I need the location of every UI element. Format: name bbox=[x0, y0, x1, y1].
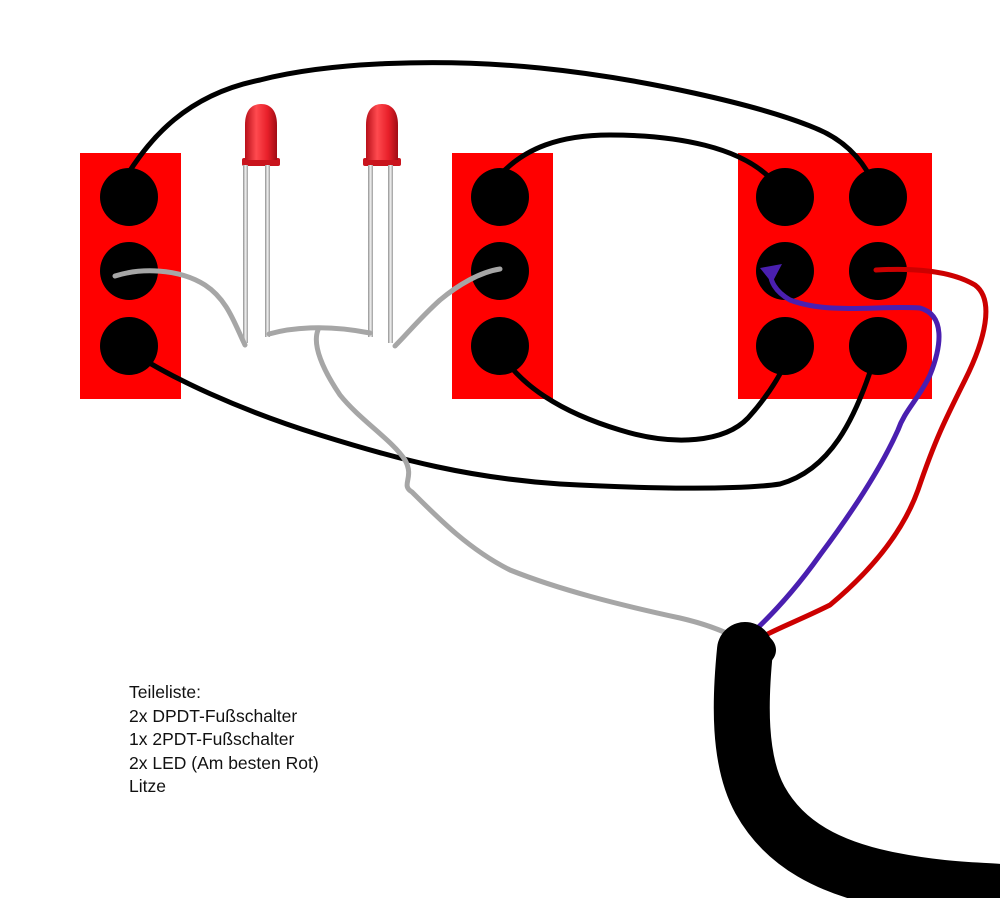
black-wires bbox=[126, 60, 877, 491]
wire-purple bbox=[747, 267, 942, 638]
parts-list-item: 1x 2PDT-Fußschalter bbox=[129, 729, 295, 749]
terminal bbox=[756, 317, 814, 375]
wire-black-top-loop bbox=[126, 60, 875, 183]
middle-switch-terminals bbox=[471, 168, 529, 375]
left-led bbox=[242, 104, 280, 343]
terminal bbox=[100, 317, 158, 375]
cable-icon bbox=[713, 622, 1000, 898]
parts-list-item: 2x DPDT-Fußschalter bbox=[129, 705, 298, 726]
terminal bbox=[100, 168, 158, 226]
gray-wires bbox=[112, 266, 743, 643]
terminal bbox=[849, 317, 907, 375]
terminal bbox=[756, 168, 814, 226]
wire-gray-led-link bbox=[266, 325, 373, 337]
right-switch-terminals bbox=[756, 168, 907, 375]
wire-black-middle-loop bbox=[497, 132, 773, 181]
terminal bbox=[756, 242, 814, 300]
terminal bbox=[471, 317, 529, 375]
wire-black-bottom-left bbox=[126, 347, 877, 491]
parts-list-item: 2x LED (Am besten Rot) bbox=[129, 752, 319, 773]
parts-list: Teileliste: 2x DPDT-Fußschalter 1x 2PDT-… bbox=[129, 681, 319, 799]
parts-list-heading: Teileliste: bbox=[129, 682, 201, 702]
wire-gray-middle bbox=[392, 266, 503, 349]
terminal bbox=[849, 168, 907, 226]
parts-list-item: Litze bbox=[129, 776, 166, 796]
terminal bbox=[471, 168, 529, 226]
wire-red bbox=[759, 266, 989, 640]
wire-gray-down bbox=[313, 327, 743, 643]
wire-gray-left bbox=[112, 268, 248, 348]
right-led bbox=[363, 104, 401, 343]
wire-black-bottom-right bbox=[497, 349, 790, 443]
output-cable bbox=[713, 622, 1000, 898]
